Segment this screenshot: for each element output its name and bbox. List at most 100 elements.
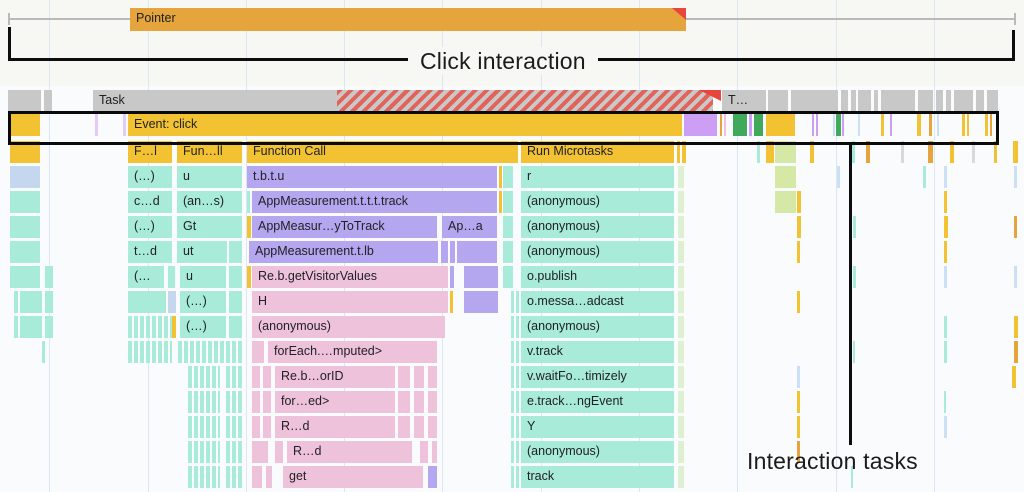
flame-sliver[interactable] [45,266,53,288]
flame-sliver[interactable] [450,241,455,263]
flame-sliver[interactable] [178,341,242,363]
flame-sliver[interactable] [944,241,947,263]
flame-sliver[interactable] [14,291,18,313]
flame-sliver[interactable] [678,341,684,363]
flame-sliver[interactable] [967,114,969,136]
flame-sliver[interactable] [836,114,841,136]
flame-sliver[interactable] [962,114,965,136]
run-microtasks-bar[interactable]: Run Microtasks [521,141,674,163]
flame-bar[interactable]: get [283,466,423,488]
flame-sliver[interactable] [944,216,948,238]
flame-sliver[interactable] [10,141,40,163]
flame-sliver[interactable] [720,114,722,136]
flame-sliver[interactable] [263,366,271,388]
flame-sliver[interactable] [10,266,40,288]
flame-sliver[interactable] [775,166,796,188]
flame-sliver[interactable] [516,341,519,363]
flame-sliver[interactable] [852,141,855,163]
flame-sliver[interactable] [881,114,884,136]
flame-sliver[interactable] [252,391,260,413]
flame-sliver[interactable] [812,114,814,136]
flame-sliver[interactable] [252,441,268,463]
flame-sliver[interactable] [511,416,514,438]
flame-sliver[interactable] [428,466,437,488]
flame-sliver[interactable] [797,441,800,463]
flame-bar[interactable]: t…d [128,241,172,263]
flame-sliver[interactable] [678,216,684,238]
flame-sliver[interactable] [516,291,519,313]
flame-bar[interactable]: (anonymous) [252,316,445,338]
flame-sliver[interactable] [10,241,40,263]
flame-sliver[interactable] [944,166,947,188]
flame-sliver[interactable] [398,391,410,413]
flame-sliver[interactable] [678,266,684,288]
flame-sliver[interactable] [432,441,437,463]
flame-sliver[interactable] [516,441,519,463]
flame-sliver[interactable] [414,391,424,413]
flame-sliver[interactable] [247,191,250,213]
flame-bar[interactable]: r [521,166,674,188]
flame-sliver[interactable] [678,366,684,388]
flame-sliver[interactable] [188,466,220,488]
flame-sliver[interactable] [936,90,943,111]
flame-sliver[interactable] [10,114,40,136]
flame-sliver[interactable] [10,216,40,238]
flame-sliver[interactable] [45,291,53,313]
flame-sliver[interactable] [1014,316,1018,338]
flame-sliver[interactable] [928,141,933,163]
flame-sliver[interactable] [511,316,514,338]
flame-sliver[interactable] [990,114,992,136]
flame-sliver[interactable] [10,166,40,188]
flame-sliver[interactable] [229,241,242,263]
flame-bar[interactable]: u [177,166,242,188]
flame-sliver[interactable] [252,466,262,488]
flame-bar[interactable]: (…) [180,291,226,313]
flame-sliver[interactable] [901,141,904,163]
flame-sliver[interactable] [1013,141,1018,163]
flame-sliver[interactable] [516,391,519,413]
flame-sliver[interactable] [853,266,856,288]
flame-sliver[interactable] [414,416,424,438]
flame-sliver[interactable] [428,366,437,388]
long-task-hatch[interactable] [337,90,713,111]
flame-bar[interactable]: R…d [275,416,395,438]
flame-sliver[interactable] [791,90,838,111]
flame-sliver[interactable] [917,114,921,136]
flame-sliver[interactable] [457,241,497,263]
flame-sliver[interactable] [188,391,220,413]
flame-sliver[interactable] [44,90,52,111]
flame-sliver[interactable] [976,90,984,111]
flame-sliver[interactable] [398,416,410,438]
pointer-bar[interactable]: Pointer [130,8,686,31]
flame-bar[interactable]: o.publish [521,266,674,288]
flame-bar[interactable]: Re.b…orID [275,366,395,388]
flame-sliver[interactable] [890,114,892,136]
flame-sliver[interactable] [168,291,176,313]
flame-sliver[interactable] [797,366,800,388]
flame-bar[interactable]: o.messa…adcast [521,291,674,313]
flame-sliver[interactable] [226,366,242,388]
flame-sliver[interactable] [944,416,947,438]
flame-sliver[interactable] [851,466,853,488]
flame-sliver[interactable] [263,391,271,413]
flame-sliver[interactable] [881,90,915,111]
flame-sliver[interactable] [757,141,760,163]
flame-bar[interactable]: AppMeasur…yToTrack [252,216,437,238]
flame-sliver[interactable] [842,114,844,136]
flame-sliver[interactable] [1014,216,1017,238]
flame-sliver[interactable] [797,191,801,213]
flame-sliver[interactable] [226,391,242,413]
flame-sliver[interactable] [229,316,242,338]
flame-bar[interactable]: ut [177,241,227,263]
flame-sliver[interactable] [797,391,800,413]
flame-sliver[interactable] [866,141,870,163]
flame-sliver[interactable] [678,191,684,213]
flame-sliver[interactable] [10,191,40,213]
flame-sliver[interactable] [398,366,410,388]
flame-sliver[interactable] [226,466,242,488]
flame-sliver[interactable] [985,114,988,136]
flame-sliver[interactable] [414,366,424,388]
flame-sliver[interactable] [441,241,448,263]
flame-sliver[interactable] [858,90,871,111]
function-call-bar[interactable]: Function Call [247,141,518,163]
